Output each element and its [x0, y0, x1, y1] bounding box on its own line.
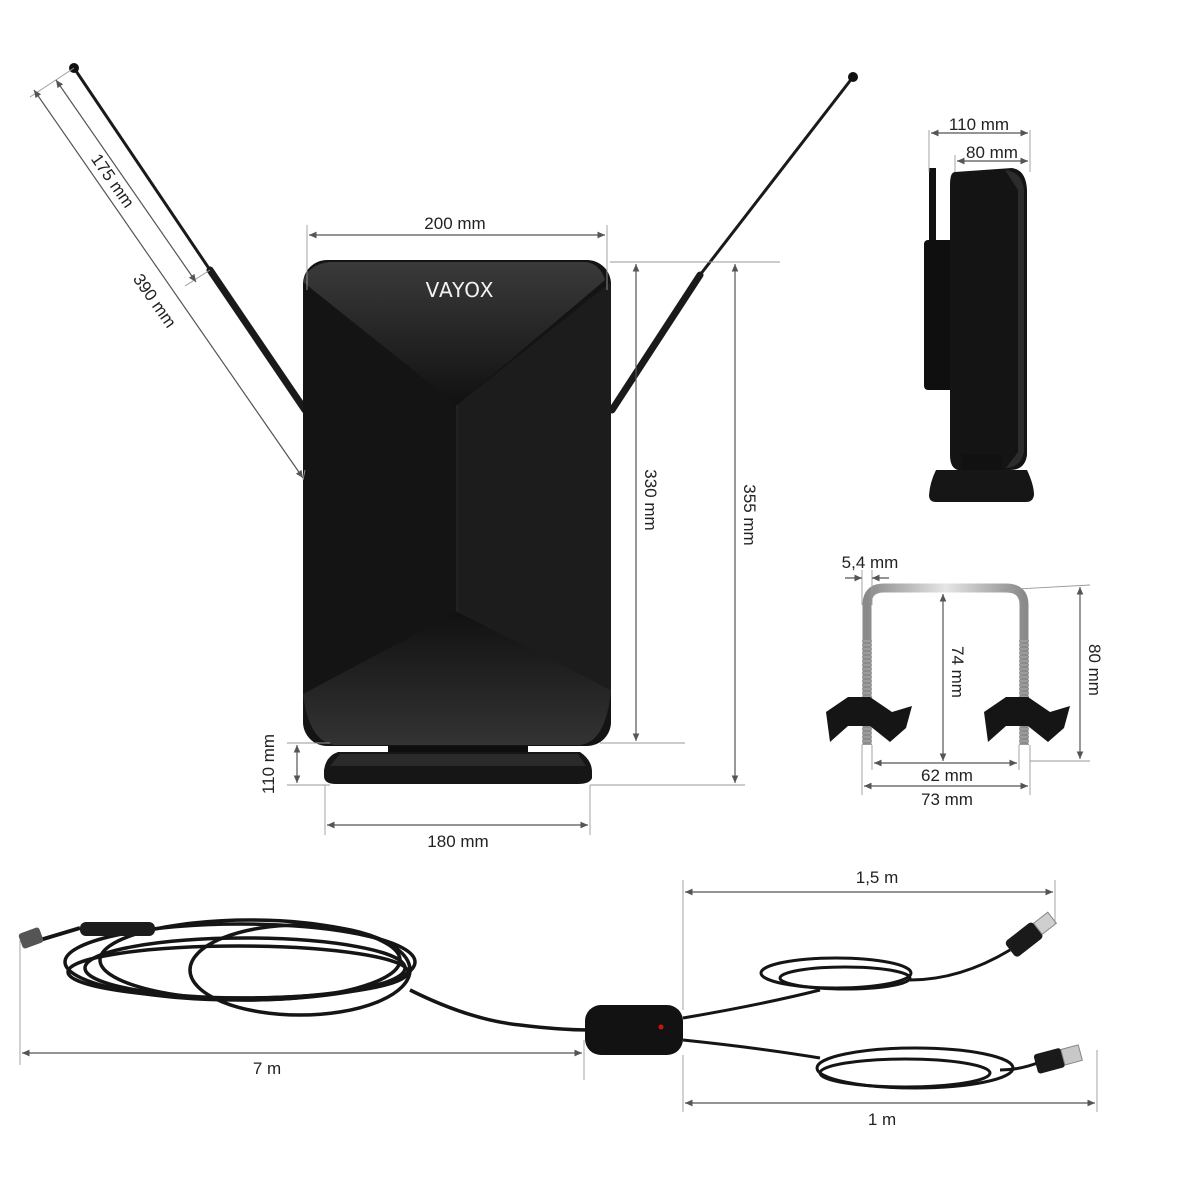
base-width-label: 180 mm	[427, 832, 488, 851]
front-view: VAYOX 200 mm 330 mm 355 mm 110 mm 180 mm	[29, 63, 858, 851]
u-bolt-mount: 5,4 mm 74 mm 80 mm 62 mm 73 mm	[826, 553, 1104, 809]
outer-width-label: 73 mm	[921, 790, 973, 809]
stand-base	[324, 740, 592, 784]
side-view: 110 mm 80 mm	[924, 115, 1034, 502]
power-injector-box	[585, 1005, 683, 1055]
right-antenna	[608, 72, 858, 414]
total-height-label: 355 mm	[740, 484, 759, 545]
antenna-body: VAYOX	[303, 260, 611, 746]
main-cable-coil	[63, 918, 591, 1032]
inner-width-label: 62 mm	[921, 766, 973, 785]
right-wing-nut	[984, 697, 1070, 742]
body-height-label: 330 mm	[641, 469, 660, 530]
usb-plug-icon	[1005, 911, 1058, 957]
inner-height-label: 74 mm	[948, 646, 967, 698]
outer-height-label: 80 mm	[1085, 644, 1104, 696]
brand-logo: VAYOX	[426, 278, 495, 302]
usb-length-label: 1,5 m	[856, 868, 899, 887]
tv-plug-icon	[1033, 1044, 1083, 1074]
base-height-label: 110 mm	[259, 734, 278, 794]
tv-connector-left-icon	[18, 927, 44, 949]
width-label: 200 mm	[424, 214, 485, 233]
led-indicator-icon	[658, 1024, 664, 1030]
left-wing-nut	[826, 697, 912, 742]
side-depth-label: 110 mm	[949, 115, 1009, 134]
antenna-extended-dimension-line	[33, 89, 304, 479]
ferrite-core	[80, 922, 155, 936]
cable-assembly: 1,5 m 7 m 1 m	[18, 868, 1098, 1129]
rod-diameter-label: 5,4 mm	[842, 553, 899, 572]
antenna-extended-label: 390 mm	[129, 270, 180, 331]
tv-length-label: 1 m	[868, 1110, 896, 1129]
usb-cable	[682, 948, 1011, 1020]
main-length-label: 7 m	[253, 1059, 281, 1078]
tv-cable	[682, 1038, 1041, 1090]
side-body-depth-label: 80 mm	[966, 143, 1018, 162]
antenna-folded-dimension-line	[55, 79, 197, 283]
left-antenna	[69, 63, 309, 414]
